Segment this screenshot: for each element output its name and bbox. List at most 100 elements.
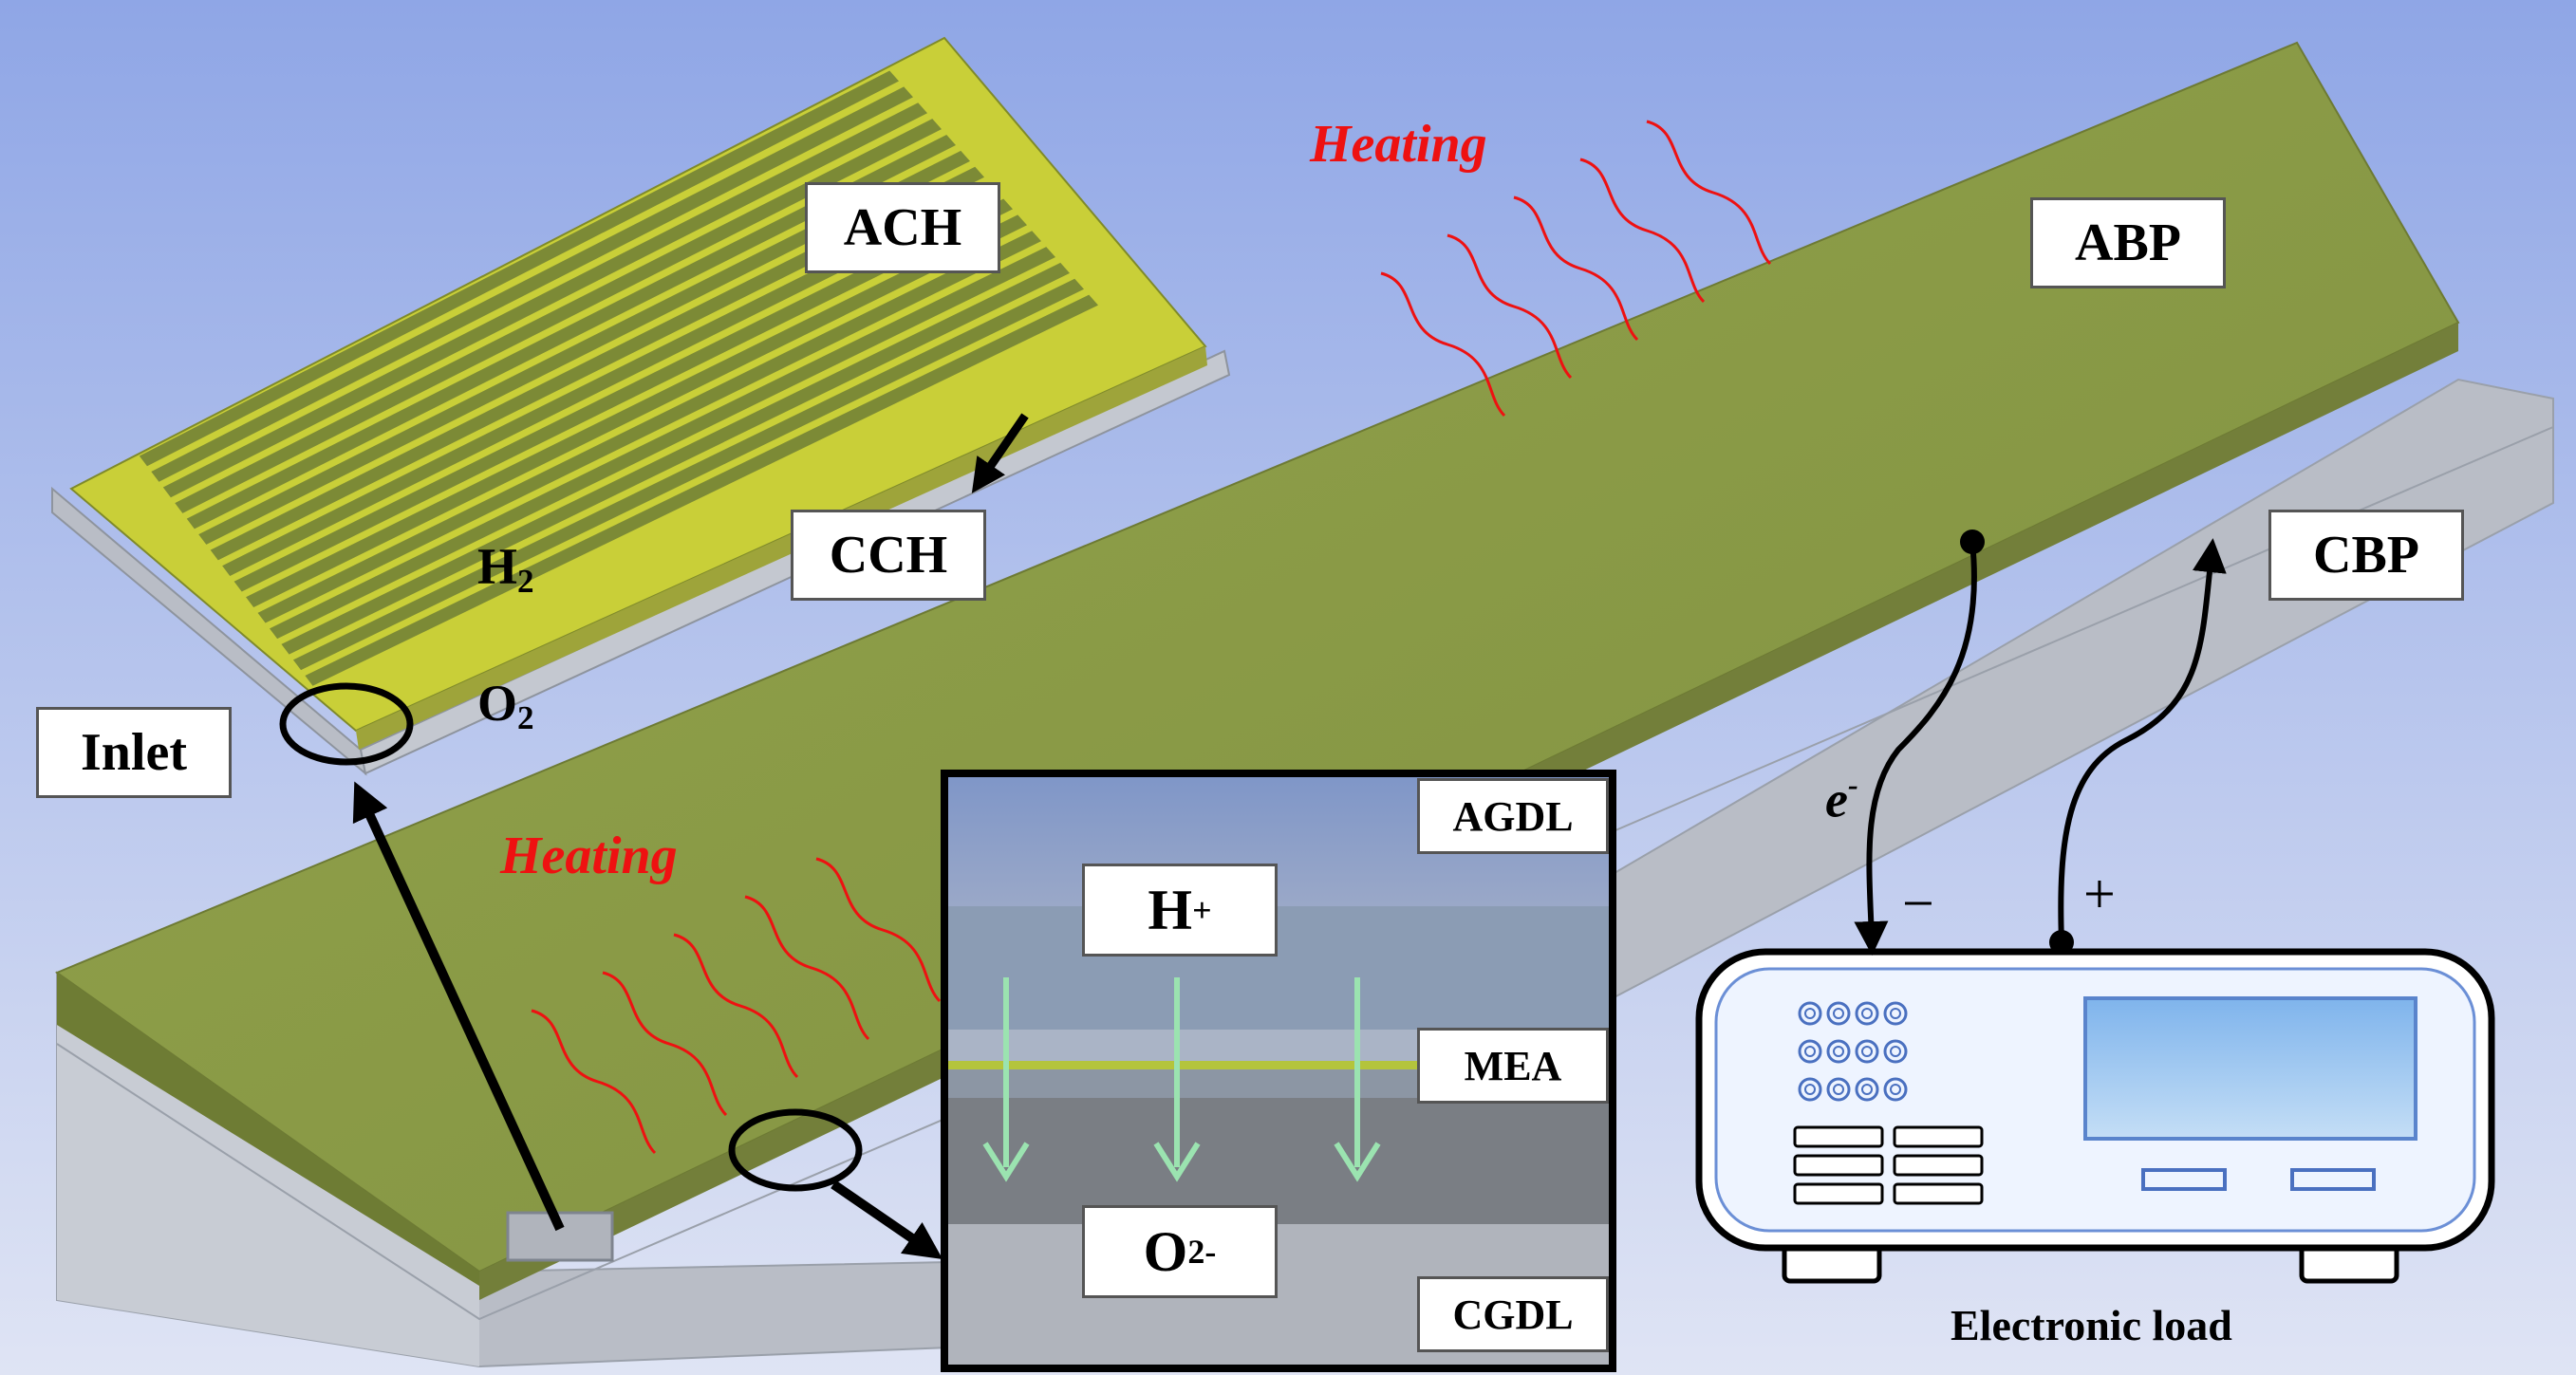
cbp-label: CBP xyxy=(2268,510,2464,601)
load-knob xyxy=(1883,1001,1908,1026)
inlet-label: Inlet xyxy=(36,707,232,798)
plate-lower-outline xyxy=(56,426,2554,1321)
load-keypad xyxy=(1793,1125,1984,1205)
channel-groove xyxy=(305,294,1098,686)
load-knob-center xyxy=(1861,1084,1873,1095)
o2-symbol: O xyxy=(477,675,518,732)
channel-groove xyxy=(257,231,1042,623)
load-knob-center xyxy=(1804,1046,1816,1057)
mea-layer xyxy=(946,1061,1611,1069)
channel-groove xyxy=(233,198,1013,592)
channel-groove xyxy=(281,262,1071,655)
channel-groove xyxy=(162,102,927,498)
heating-wave xyxy=(1380,271,1506,418)
load-knob-center xyxy=(1890,1084,1901,1095)
channel-groove xyxy=(270,247,1056,640)
load-knob xyxy=(1883,1077,1908,1102)
o2-label: O2 xyxy=(477,674,534,737)
load-key xyxy=(1893,1154,1984,1177)
load-knob-center xyxy=(1833,1008,1844,1019)
load-screen xyxy=(2083,996,2417,1141)
abp-label: ABP xyxy=(2030,197,2226,288)
channel-plate-thickness xyxy=(356,346,1207,750)
ion-arrow-head xyxy=(982,1142,1030,1182)
heating-wave xyxy=(1579,158,1706,304)
flow-channels xyxy=(139,70,1098,686)
load-knob xyxy=(1798,1077,1822,1102)
channel-groove xyxy=(292,278,1085,671)
h2-subscript: 2 xyxy=(517,562,534,600)
h-plus-charge: + xyxy=(1192,891,1212,929)
heating-wave xyxy=(602,971,728,1117)
cgdl-label: CGDL xyxy=(1417,1276,1609,1352)
electron-charge: - xyxy=(1847,769,1858,803)
load-knob-center xyxy=(1861,1008,1873,1019)
load-button-right xyxy=(2290,1168,2376,1191)
load-knob xyxy=(1826,1001,1851,1026)
channel-groove xyxy=(151,86,913,482)
load-knob-center xyxy=(1833,1084,1844,1095)
load-knob-center xyxy=(1890,1008,1901,1019)
load-knob xyxy=(1798,1001,1822,1026)
load-knob-center xyxy=(1890,1046,1901,1057)
channel-groove xyxy=(186,134,956,530)
load-knob-center xyxy=(1804,1084,1816,1095)
heating-label-bottom: Heating xyxy=(500,827,678,885)
heating-wave xyxy=(531,1009,657,1155)
h2-symbol: H xyxy=(477,538,518,595)
wire-minus xyxy=(1854,541,1977,956)
ion-arrow-head xyxy=(1153,1142,1201,1182)
heating-wave xyxy=(1646,120,1772,266)
agdl-label: AGDL xyxy=(1417,778,1609,854)
channel-groove xyxy=(198,150,970,545)
electron-label: e- xyxy=(1825,769,1858,829)
mea-zoom-arrow xyxy=(831,1180,943,1260)
electron-symbol: e xyxy=(1825,771,1848,828)
heating-wave xyxy=(673,933,799,1079)
heating-wave xyxy=(1513,195,1639,342)
heating-label-top: Heating xyxy=(1310,115,1487,174)
load-knob xyxy=(1855,1039,1879,1064)
load-knob xyxy=(1883,1039,1908,1064)
load-key xyxy=(1793,1125,1884,1148)
load-knob-center xyxy=(1833,1046,1844,1057)
channel-groove xyxy=(175,119,942,513)
load-button-left xyxy=(2141,1168,2227,1191)
o2-subscript: 2 xyxy=(517,698,534,736)
ion-arrow-head xyxy=(1334,1142,1381,1182)
plate-front-face xyxy=(57,1025,479,1366)
load-knob xyxy=(1798,1039,1822,1064)
heating-waves-top xyxy=(1380,120,1772,418)
load-key xyxy=(1893,1182,1984,1205)
o2-minus-symbol: O xyxy=(1143,1219,1188,1283)
load-knob-center xyxy=(1861,1046,1873,1057)
channel-groove xyxy=(222,182,999,576)
plate-edge xyxy=(57,973,479,1286)
electronic-load-label: Electronic load xyxy=(1951,1301,2232,1349)
o2-minus-charge: 2- xyxy=(1187,1233,1217,1271)
load-knob xyxy=(1826,1077,1851,1102)
h2-label: H2 xyxy=(477,537,534,601)
load-knob-grid xyxy=(1798,1001,1908,1102)
anode-channel-layer xyxy=(946,906,1611,1030)
electronic-load xyxy=(1695,948,2495,1284)
load-key xyxy=(1793,1154,1884,1177)
plus-sign: + xyxy=(2083,863,2116,925)
wire-plus xyxy=(2058,538,2227,943)
heating-wave xyxy=(744,895,870,1041)
inlet-circle xyxy=(279,682,414,766)
cch-pointer-arrow xyxy=(971,413,1029,493)
load-knob-center xyxy=(1804,1008,1816,1019)
load-key xyxy=(1793,1182,1884,1205)
heating-wave xyxy=(1447,233,1573,380)
ion-flow-arrows xyxy=(982,977,1381,1182)
cch-label: CCH xyxy=(791,510,986,601)
heating-wave xyxy=(815,857,942,1003)
load-knob xyxy=(1855,1077,1879,1102)
mea-label: MEA xyxy=(1417,1028,1609,1104)
inlet-arrow xyxy=(352,781,565,1232)
h-plus-label: H+ xyxy=(1082,864,1278,957)
channel-groove xyxy=(246,214,1027,608)
